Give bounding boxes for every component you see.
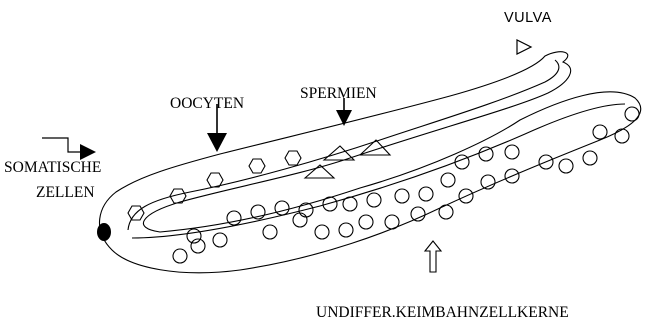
nucleus <box>479 147 493 161</box>
nucleus <box>615 129 629 143</box>
nucleus <box>583 151 597 165</box>
label-vulva: VULVA <box>504 10 552 26</box>
label-oocyten: OOCYTEN <box>170 95 244 112</box>
nucleus <box>323 197 337 211</box>
gonad-inner-lower-arm <box>132 104 625 238</box>
label-zellen: ZELLEN <box>36 184 95 201</box>
nucleus <box>385 215 399 229</box>
nucleus <box>315 225 329 239</box>
nucleus <box>343 197 357 211</box>
oocyte <box>249 159 265 173</box>
label-undiffer: UNDIFFER.KEIMBAHNZELLKERNE <box>316 304 569 321</box>
nucleus <box>559 159 573 173</box>
nucleus <box>593 125 607 139</box>
nucleus <box>505 145 519 159</box>
nucleus <box>213 233 227 247</box>
nucleus <box>367 193 381 207</box>
undifferentiated-nuclei <box>173 107 639 263</box>
label-somatische: SOMATISCHE <box>4 159 101 176</box>
nucleus <box>625 107 639 121</box>
nucleus <box>293 213 307 227</box>
nucleus <box>411 207 425 221</box>
nucleus <box>227 211 241 225</box>
somatic-cell <box>97 223 111 241</box>
nucleus <box>275 201 289 215</box>
nucleus <box>359 215 373 229</box>
vulva-triangle-icon <box>517 40 531 54</box>
label-spermien: SPERMIEN <box>300 85 377 102</box>
nucleus <box>263 225 277 239</box>
nucleus <box>339 223 353 237</box>
nucleus <box>419 187 433 201</box>
oocyte <box>285 151 301 165</box>
nucleus <box>439 205 453 219</box>
undiffer-hollow-arrow-icon <box>425 241 441 272</box>
oocyte <box>207 173 223 187</box>
nucleus <box>441 173 455 187</box>
somatic-bent-arrow-icon <box>42 138 96 160</box>
nucleus <box>173 249 187 263</box>
nucleus <box>395 189 409 203</box>
